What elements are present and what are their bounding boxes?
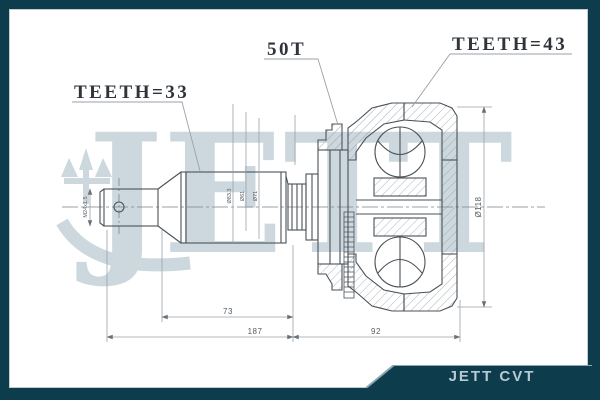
abs-ring-50t <box>317 123 343 291</box>
dim-outer-diameter: Ø118 <box>474 196 483 217</box>
callout-leaders <box>72 53 572 172</box>
brand-footer-text: JETT CVT <box>448 368 536 385</box>
outer-race-section <box>347 102 458 312</box>
jett-trident-icon <box>61 148 112 204</box>
dim-shaft-dia-mid: Ø61 <box>240 191 246 201</box>
joint-linework <box>99 102 458 312</box>
dimension-texts: M24x1.5 Ø83.3 Ø61 Ø71 Ø118 73 187 92 <box>83 189 483 336</box>
dim-shaft-length: 73 <box>223 307 233 316</box>
ball-bearing-top <box>374 126 426 178</box>
dimension-lines <box>87 104 492 342</box>
callout-teeth-right: TEETH=43 <box>452 34 567 55</box>
inboard-spline-stub <box>99 171 182 244</box>
clamp-serration <box>343 211 355 299</box>
dim-joint-length: 92 <box>371 327 381 336</box>
drawing-panel <box>9 9 588 388</box>
callout-teeth-center: 50T <box>267 39 306 60</box>
watermark-swoosh <box>56 218 191 272</box>
callouts: TEETH=33 50T TEETH=43 <box>72 34 572 172</box>
inner-race <box>373 177 427 237</box>
brand-band-shape <box>366 365 592 388</box>
dim-shaft-dia-major: Ø83.3 <box>227 189 233 204</box>
callout-teeth-left: TEETH=33 <box>74 82 189 103</box>
dim-shaft-thread: M24x1.5 <box>83 196 89 217</box>
shaft-body <box>180 171 319 244</box>
ball-bearing-bottom <box>374 236 426 288</box>
dim-overall-length: 187 <box>248 327 263 336</box>
dim-shaft-dia-minor: Ø71 <box>253 191 259 201</box>
brand-band: JETT CVT <box>366 365 592 388</box>
